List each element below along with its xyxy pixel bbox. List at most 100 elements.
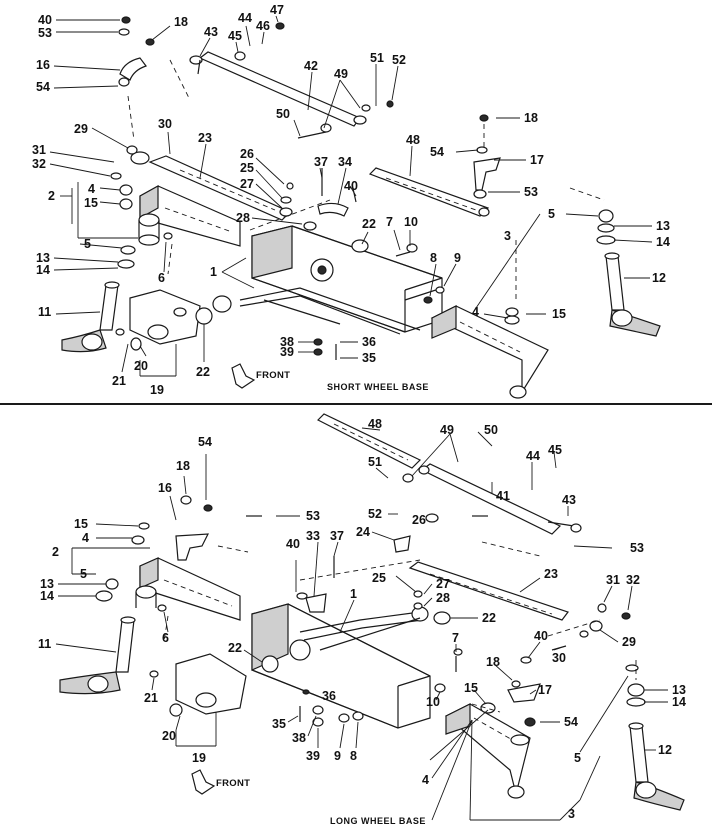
callout: 36 bbox=[322, 689, 336, 703]
callout: 18 bbox=[176, 459, 190, 473]
callout: 52 bbox=[392, 53, 406, 67]
left-axle-extension-long bbox=[135, 557, 241, 621]
callout: 14 bbox=[36, 263, 50, 277]
callout: 40 bbox=[534, 629, 548, 643]
callout: 32 bbox=[626, 573, 640, 587]
callout: 9 bbox=[334, 749, 341, 763]
callout: 4 bbox=[472, 305, 479, 319]
callout: 16 bbox=[36, 58, 50, 72]
callout: 28 bbox=[236, 211, 250, 225]
steering-bracket bbox=[129, 289, 213, 345]
callout: 6 bbox=[162, 631, 169, 645]
callout: 34 bbox=[338, 155, 352, 169]
callout: 44 bbox=[238, 11, 252, 25]
callout: 14 bbox=[40, 589, 54, 603]
callout: 19 bbox=[192, 751, 206, 765]
callout: 28 bbox=[436, 591, 450, 605]
callout: 19 bbox=[150, 383, 164, 397]
callout: 44 bbox=[526, 449, 540, 463]
callout: 42 bbox=[304, 59, 318, 73]
short-wheel-base-panel bbox=[61, 16, 661, 399]
callout: 4 bbox=[82, 531, 89, 545]
callout: 52 bbox=[368, 507, 382, 521]
drag-link-long bbox=[408, 561, 569, 621]
callout: 2 bbox=[48, 189, 55, 203]
callout: 45 bbox=[548, 443, 562, 457]
tie-rod-41 bbox=[418, 463, 582, 535]
callout: 50 bbox=[484, 423, 498, 437]
callout: 15 bbox=[74, 517, 88, 531]
callout: 12 bbox=[652, 271, 666, 285]
callout: 53 bbox=[630, 541, 644, 555]
callout: 54 bbox=[564, 715, 578, 729]
callout: 45 bbox=[228, 29, 242, 43]
steering-arm-17 bbox=[473, 157, 501, 199]
callout: 4 bbox=[88, 182, 95, 196]
callout: 12 bbox=[658, 743, 672, 757]
callout: 17 bbox=[538, 683, 552, 697]
callout: 20 bbox=[134, 359, 148, 373]
callout: 29 bbox=[622, 635, 636, 649]
callout: 54 bbox=[430, 145, 444, 159]
callout: 35 bbox=[362, 351, 376, 365]
callout: 40 bbox=[286, 537, 300, 551]
callout: 31 bbox=[32, 143, 46, 157]
callout: 41 bbox=[496, 489, 510, 503]
callout: 13 bbox=[36, 251, 50, 265]
callout: 30 bbox=[158, 117, 172, 131]
caption-short-wheel-base: SHORT WHEEL BASE bbox=[327, 382, 429, 392]
callout: 27 bbox=[436, 577, 450, 591]
callout: 40 bbox=[344, 179, 358, 193]
callout: 22 bbox=[482, 611, 496, 625]
long-wheel-base-panel bbox=[59, 413, 685, 811]
callout: 3 bbox=[568, 807, 575, 821]
callout: 49 bbox=[334, 67, 348, 81]
callout: 36 bbox=[362, 335, 376, 349]
left-spindle-long bbox=[59, 616, 136, 695]
callout: 2 bbox=[52, 545, 59, 559]
long-center-lines bbox=[163, 541, 637, 713]
callout: 47 bbox=[270, 3, 284, 17]
callout: 33 bbox=[306, 529, 320, 543]
left-axle-extension bbox=[138, 184, 241, 247]
right-spindle bbox=[604, 252, 661, 337]
front-arrow-short bbox=[231, 363, 256, 389]
callout: 40 bbox=[38, 13, 52, 27]
callout: 18 bbox=[524, 111, 538, 125]
callout: 14 bbox=[656, 235, 670, 249]
front-axle-beam-long bbox=[251, 603, 431, 729]
callout: 13 bbox=[40, 577, 54, 591]
callout: 43 bbox=[562, 493, 576, 507]
callout: 48 bbox=[368, 417, 382, 431]
right-axle-extension-long bbox=[444, 703, 531, 799]
callout: 30 bbox=[552, 651, 566, 665]
callout: 23 bbox=[544, 567, 558, 581]
callout: 22 bbox=[228, 641, 242, 655]
callout: 46 bbox=[256, 19, 270, 33]
callout: 22 bbox=[362, 217, 376, 231]
callout: 20 bbox=[162, 729, 176, 743]
callout: 25 bbox=[372, 571, 386, 585]
callout: 24 bbox=[356, 525, 370, 539]
drag-link-top bbox=[130, 151, 292, 221]
callout: 5 bbox=[548, 207, 555, 221]
callout: 26 bbox=[412, 513, 426, 527]
callout: 10 bbox=[426, 695, 440, 709]
right-axle-extension bbox=[430, 305, 549, 399]
callout: 53 bbox=[38, 26, 52, 40]
labels-short: 40 53 18 43 45 44 46 47 16 54 42 51 52 4… bbox=[32, 3, 670, 397]
callout: 37 bbox=[330, 529, 344, 543]
callout: 49 bbox=[440, 423, 454, 437]
steering-arm-16 bbox=[118, 57, 147, 87]
callout: 29 bbox=[74, 122, 88, 136]
callout: 38 bbox=[280, 335, 294, 349]
callout: 50 bbox=[276, 107, 290, 121]
callout: 15 bbox=[84, 196, 98, 210]
callout: 7 bbox=[452, 631, 459, 645]
callout: 27 bbox=[240, 177, 254, 191]
left-spindle bbox=[61, 281, 120, 353]
callout: 39 bbox=[306, 749, 320, 763]
callout: 21 bbox=[112, 374, 126, 388]
callout: 38 bbox=[292, 731, 306, 745]
callout: 18 bbox=[486, 655, 500, 669]
